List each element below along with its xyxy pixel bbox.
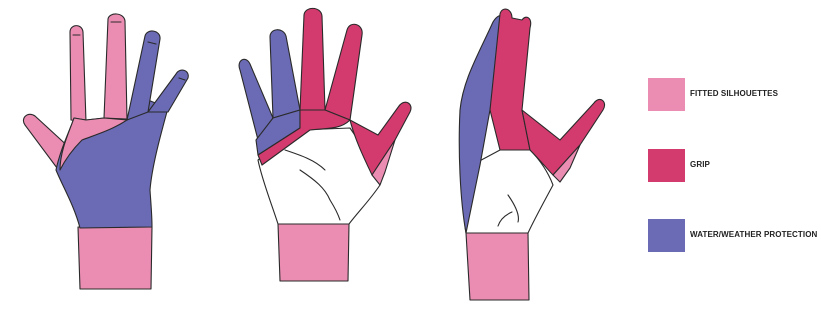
hand1-middle-finger [104,14,127,120]
hand2-cuff [278,224,349,281]
legend-label-fitted-silhouettes: FITTED SILHOUETTES [690,89,778,98]
side-of-hand-illustration [459,9,604,300]
hand3-cuff [466,233,529,300]
fitted-silhouettes-swatch [648,78,685,111]
palm-of-hand-illustration [239,8,411,281]
hand2-ring-finger [270,30,300,118]
legend-label-grip: GRIP [690,160,710,169]
water-weather-protection-swatch [648,219,685,252]
back-of-hand-illustration [23,14,188,289]
hand2-index-finger [325,24,362,120]
hand2-middle-finger [300,8,325,110]
legend-item-fitted-silhouettes: FITTED SILHOUETTES [648,78,818,112]
legend-label-water-weather-protection: WATER/WEATHER PROTECTION [690,230,817,239]
legend-item-grip: GRIP [648,149,818,183]
legend-item-water-weather-protection: WATER/WEATHER PROTECTION [648,219,818,253]
hand1-cuff [78,227,152,289]
hand1-index-finger [70,26,86,122]
grip-swatch [648,149,685,182]
legend: FITTED SILHOUETTES GRIP WATER/WEATHER PR… [648,78,818,258]
